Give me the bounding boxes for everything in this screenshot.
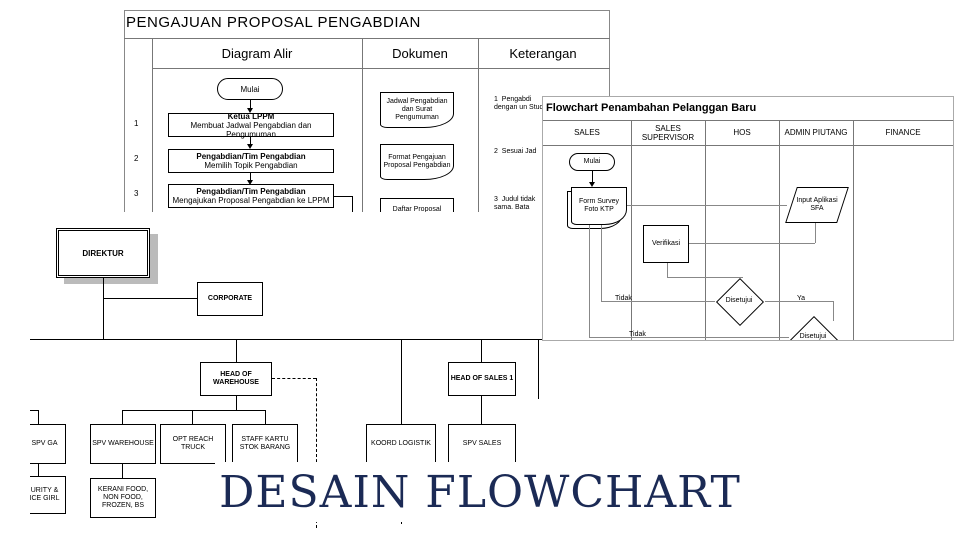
lane-header-finance: FINANCE xyxy=(885,128,921,137)
document-shape: Format Pengajuan Proposal Pengabdian xyxy=(380,144,454,180)
document-shape: Daftar Proposal xyxy=(380,198,454,215)
org-node-kerani: KERANI FOOD, NON FOOD, FROZEN, BS xyxy=(90,478,156,518)
decision-label: Disetujui xyxy=(799,333,827,340)
org-node-corporate: CORPORATE xyxy=(197,282,263,316)
no-label: Tidak xyxy=(615,295,632,302)
process-box: Pengabdian/Tim Pengabdian Mengajukan Pro… xyxy=(168,184,334,208)
org-node-koord-logistik: KOORD LOGISTIK xyxy=(366,424,436,464)
row-number: 3 xyxy=(134,189,139,198)
org-node-spv-warehouse: SPV WAREHOUSE xyxy=(90,424,156,464)
org-node-opt-reach-truck: OPT REACH TRUCK xyxy=(160,424,226,464)
note-item: 2 Sesuai Jad xyxy=(494,148,537,155)
yes-label: Ya xyxy=(797,295,806,302)
lane-header-sales: SALES xyxy=(574,128,600,137)
page-title: DESAIN FLOWCHART xyxy=(215,462,745,522)
org-node-spv-sales: SPV SALES xyxy=(448,424,516,464)
proposal-title: PENGAJUAN PROPOSAL PENGABDIAN xyxy=(126,14,421,31)
customer-flowchart-title: Flowchart Penambahan Pelanggan Baru xyxy=(546,102,757,114)
form-survey-document: Form Survey Foto KTP xyxy=(571,187,627,225)
org-node-security: URITY & ICE GIRL xyxy=(30,476,66,514)
row-number: 1 xyxy=(134,119,139,128)
verification-box: Verifikasi xyxy=(643,225,689,263)
lane-header-admin-piutang: ADMIN PIUTANG xyxy=(784,128,848,137)
note-item: 3 Judul tidak sama. Bata xyxy=(494,196,536,211)
org-node-head-sales: HEAD OF SALES 1 xyxy=(448,362,516,396)
row-number: 2 xyxy=(134,154,139,163)
org-node-director: DIREKTUR xyxy=(56,228,150,278)
org-node-staff-kartu: STAFF KARTU STOK BARANG xyxy=(232,424,298,464)
no-label: Tidak xyxy=(629,331,646,338)
document-shape: Jadwal Pengabdian dan Surat Pengumuman xyxy=(380,92,454,128)
customer-flowchart-panel: Flowchart Penambahan Pelanggan Baru SALE… xyxy=(542,96,954,341)
column-header-document: Dokumen xyxy=(392,46,448,61)
column-header-notes: Keterangan xyxy=(509,46,577,61)
process-box: Ketua LPPM Membuat Jadwal Pengabdian dan… xyxy=(168,112,334,139)
input-sfa-parallelogram: Input Aplikasi SFA xyxy=(785,187,849,223)
start-terminal: Mulai xyxy=(569,153,615,171)
org-node-spv-ga: SPV GA xyxy=(30,424,66,464)
start-terminal: Mulai xyxy=(217,78,283,100)
decision-label: Disetujui xyxy=(725,297,753,304)
column-header-diagram: Diagram Alir xyxy=(221,46,293,61)
process-box: Pengabdian/Tim Pengabdian Memilih Topik … xyxy=(168,149,334,173)
proposal-flowchart-panel: PENGAJUAN PROPOSAL PENGABDIAN Diagram Al… xyxy=(124,10,610,215)
note-item: 1 Pengabdi dengan un Studi xyxy=(494,96,545,111)
org-node-head-warehouse: HEAD OF WAREHOUSE xyxy=(200,362,272,396)
lane-header-sales-supervisor: SALES SUPERVISOR xyxy=(641,124,695,142)
lane-header-hos: HOS xyxy=(733,128,751,137)
